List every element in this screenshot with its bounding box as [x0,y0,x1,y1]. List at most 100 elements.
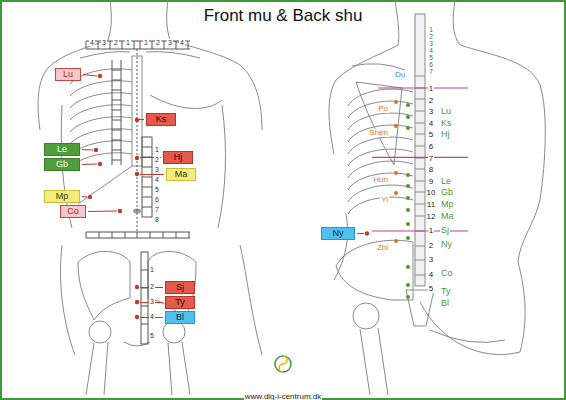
logo-wave [279,356,287,372]
point-box: Sj [165,281,195,294]
ruler-number: 3 [101,39,107,46]
femur [86,342,190,395]
point-dot [406,283,410,287]
ruler-number: 4 [89,39,95,46]
ruler-number: 4 [179,39,185,46]
label-holder: 3 [428,249,434,265]
label-holder: 1 [428,78,434,94]
point-dot [394,171,398,175]
label-holder: 6 [154,189,160,205]
organ-label: Lu [440,107,452,116]
point-dot [98,162,102,166]
abdomen-scale [141,252,148,344]
label-holder: Shen [368,122,389,138]
pelvis-bone [336,240,413,300]
point-dot [406,184,410,188]
point-dot [94,148,98,152]
spirit-point-label: Po [377,105,389,113]
ruler-number: 6 [154,196,160,203]
point-dot [135,172,139,176]
label-holder: 3 [428,33,434,49]
leader-line [140,174,164,175]
label-holder: Ny [440,234,453,250]
vertebra-number: 11 [426,201,436,209]
spirit-point-label: Zhi [376,244,389,252]
femur [360,328,388,395]
vertebra-number: 4 [428,120,434,128]
point-dot [135,300,139,304]
pelvis-bone [78,251,130,320]
vertebra-number: 3 [428,108,434,116]
label-holder: Ks [440,113,453,129]
label-holder: 1 [428,19,434,35]
point-box: Le [44,143,80,156]
label-holder: 8 [428,159,434,175]
organ-label: Gb [440,188,454,197]
point-dot [406,236,410,240]
spirit-point-label: Shen [368,129,389,137]
label-holder: Hj [440,124,451,140]
point-dot [406,196,410,200]
label-holder: Lu [440,101,452,117]
ladder-scale [112,60,121,165]
label-holder: 11 [426,194,436,210]
leader-line [88,211,117,213]
point-dot [406,265,410,269]
level-line [372,230,468,231]
label-holder: 2 [428,90,434,106]
vertebra-number: 5 [428,55,434,62]
midline [137,49,138,232]
point-box: Bl [165,311,195,324]
label-holder: www.dig-i-centrum.dk [244,386,322,400]
bottom-ruler [86,232,190,238]
point-box: Ks [146,113,176,126]
back-figure [329,0,545,395]
point-dot [135,285,139,289]
label-holder: 7 [428,61,434,77]
label-holder: 9 [428,171,434,187]
label-holder: 7 [428,148,434,164]
point-name: Co [67,207,79,216]
vertebra-number: 6 [428,62,434,69]
vertebra-number: 6 [428,143,434,151]
neck-outline [395,0,460,45]
label-holder: 5 [428,278,434,294]
level-line [378,87,468,88]
point-dot [365,231,369,235]
label-holder: Gb [440,182,454,198]
leader-line [82,196,87,198]
front-figure [38,0,262,395]
label-holder: 10 [426,182,437,198]
label-holder: 1 [125,32,131,48]
vertebra-number: 12 [426,213,437,221]
label-holder: Du [394,64,406,80]
point-dot [394,239,398,243]
shoulder-outline [38,40,262,130]
leader-line [139,119,144,120]
ruler-number: 7 [154,206,160,213]
label-holder: Bl [440,293,450,309]
hip-joint [163,321,185,343]
point-box: Co [60,205,86,218]
neck-outline [108,0,170,40]
label-holder: Mp [440,194,455,210]
ruler-number: 2 [149,283,155,290]
label-holder: 4 [89,32,95,48]
back-shu-points [406,103,410,299]
hip-joint [89,321,111,343]
point-dot [88,195,92,199]
point-dot [406,115,410,119]
label-holder: 5 [428,124,434,140]
point-box: Ny [321,227,355,240]
point-name: Bl [176,313,184,322]
label-holder: 6 [428,54,434,70]
label-holder: Ma [440,206,455,222]
point-name: Ma [175,170,188,179]
label-holder: 2 [154,149,160,165]
leader-line [82,164,97,166]
ruler-number: 1 [125,39,131,46]
label-holder: 4 [428,264,434,280]
label-holder: Po [377,98,389,114]
